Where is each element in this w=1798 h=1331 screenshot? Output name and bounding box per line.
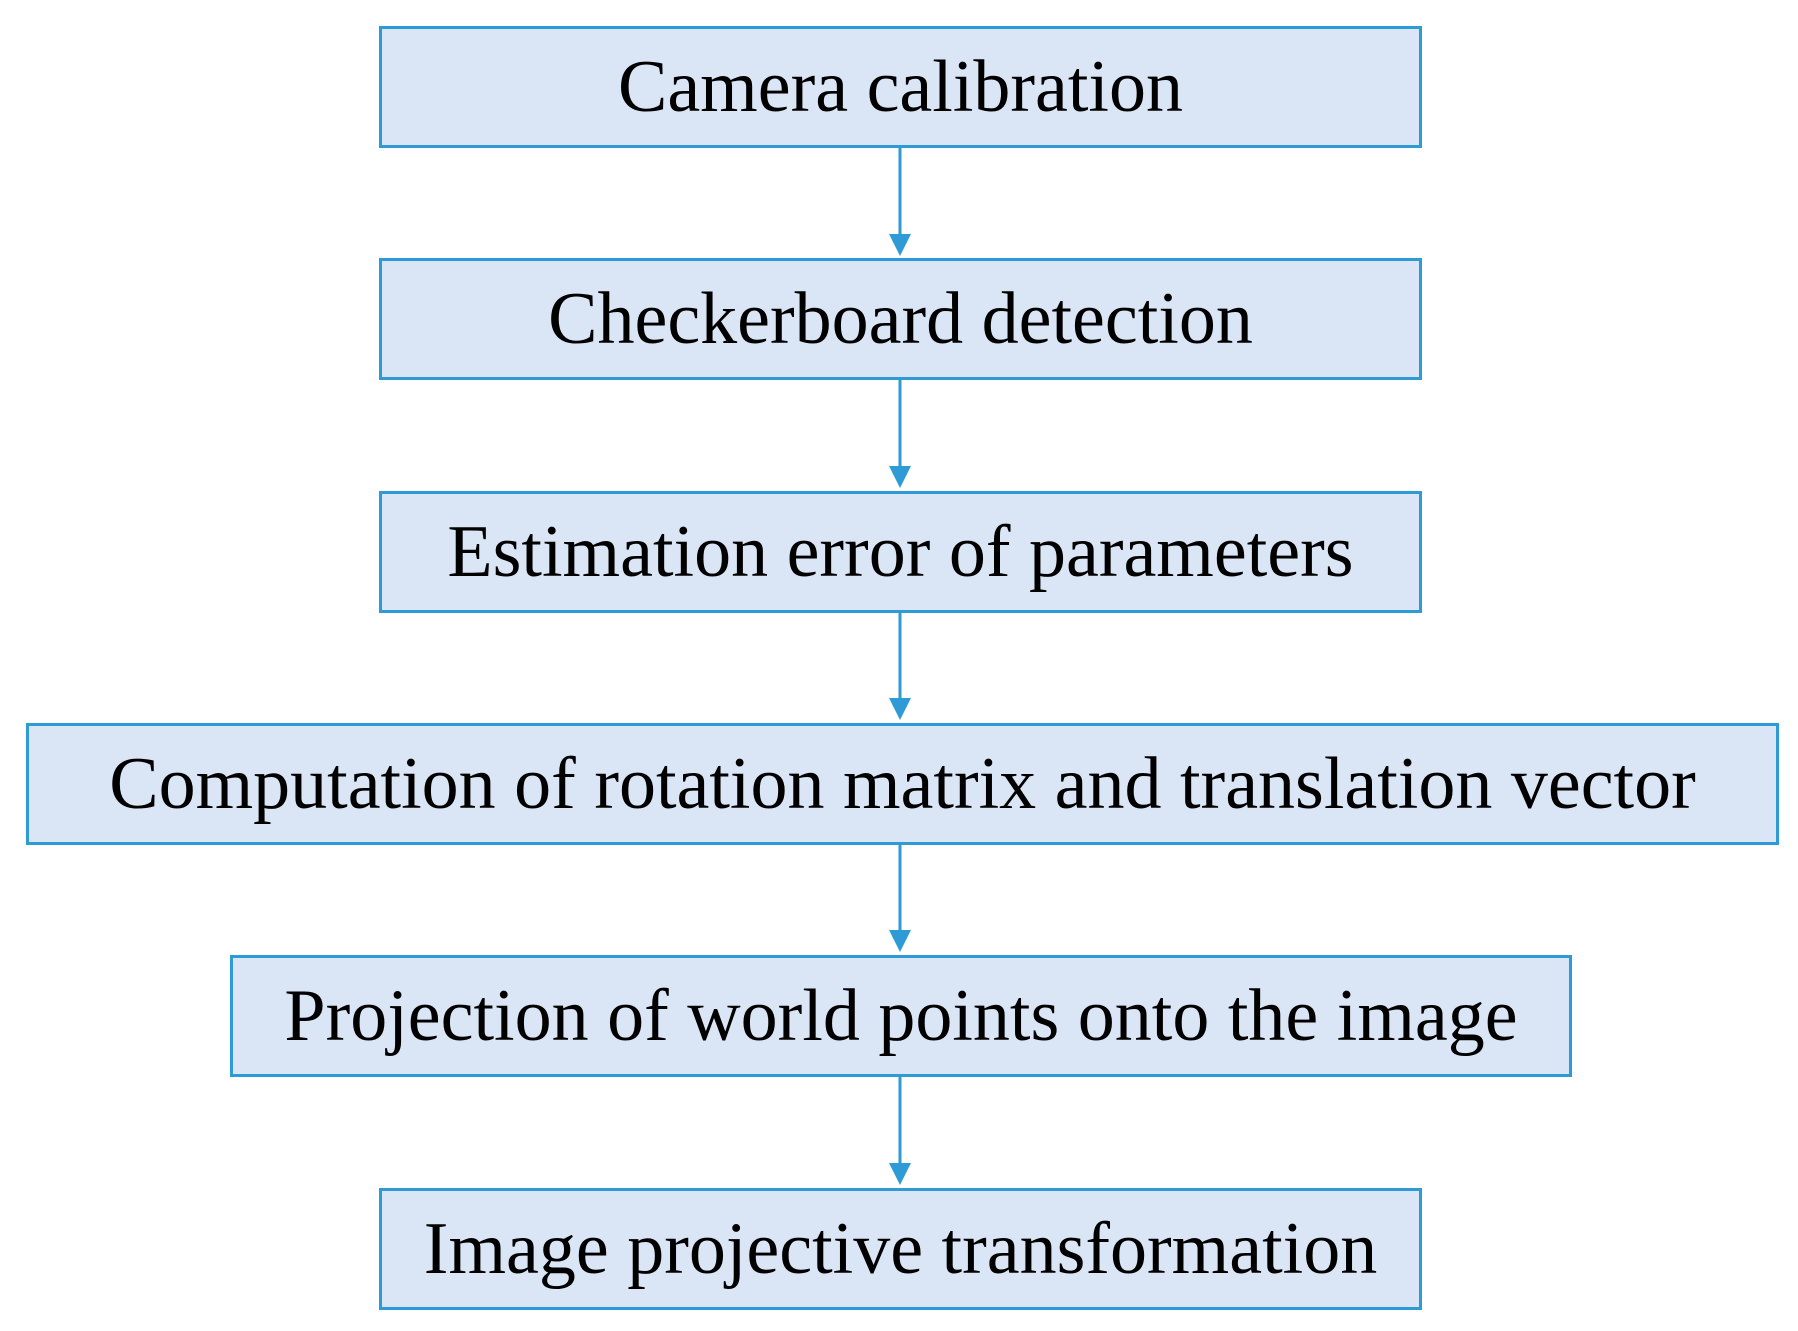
- step-label: Image projective transformation: [423, 1208, 1378, 1290]
- step-label: Camera calibration: [617, 46, 1183, 128]
- step-label: Checkerboard detection: [548, 278, 1253, 360]
- step-image-projective-transformation: Image projective transformation: [379, 1188, 1422, 1310]
- arrow-2-to-3: [889, 380, 911, 488]
- step-projection-world-points: Projection of world points onto the imag…: [230, 955, 1572, 1077]
- step-label: Projection of world points onto the imag…: [284, 975, 1518, 1057]
- arrow-3-to-4: [889, 613, 911, 720]
- step-camera-calibration: Camera calibration: [379, 26, 1422, 148]
- step-estimation-error: Estimation error of parameters: [379, 491, 1422, 613]
- arrow-1-to-2: [889, 148, 911, 256]
- arrow-4-to-5: [889, 845, 911, 952]
- step-checkerboard-detection: Checkerboard detection: [379, 258, 1422, 380]
- step-label: Computation of rotation matrix and trans…: [109, 743, 1696, 825]
- step-label: Estimation error of parameters: [447, 511, 1354, 593]
- step-rotation-translation: Computation of rotation matrix and trans…: [26, 723, 1779, 845]
- arrow-5-to-6: [889, 1077, 911, 1185]
